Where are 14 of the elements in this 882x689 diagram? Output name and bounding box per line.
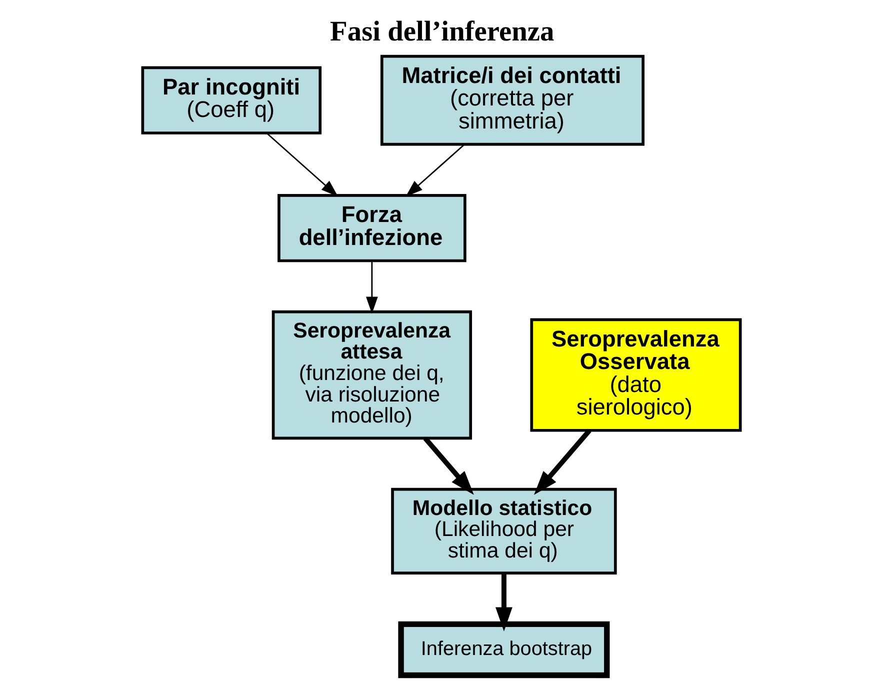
node-box: Seroprevalenza attesa (funzione dei q, via risoluzione modello): [271, 310, 472, 440]
node-box: Matrice/i dei contatti (corretta per simmetria): [380, 54, 644, 146]
arrow: [405, 144, 464, 197]
node-box: Modello statistico (Likelihood per stima dei q): [390, 488, 616, 574]
node-box: Forza dell’infezione: [277, 194, 466, 262]
arrow: [495, 573, 512, 632]
arrow: [365, 260, 378, 314]
node-box: Inferenza bootstrap: [398, 621, 610, 678]
arrow: [533, 428, 591, 495]
arrow: [266, 132, 338, 197]
arrow: [422, 436, 474, 495]
node-box: Seroprevalenza Osservata (dato sierologico): [530, 318, 742, 432]
node-box: Par incogniti (Coeff q): [140, 66, 322, 134]
diagram-title: Fasi dell’inferenza: [330, 16, 554, 48]
